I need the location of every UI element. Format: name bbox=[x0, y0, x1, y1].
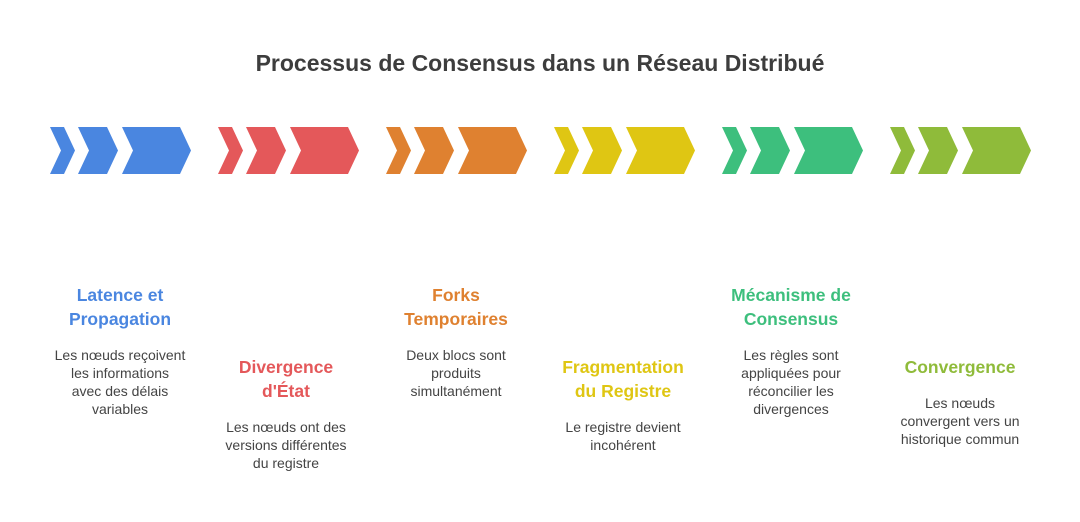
step-desc-line: Le registre devient bbox=[565, 419, 681, 435]
step-desc-line: incohérent bbox=[590, 437, 656, 453]
step-title-line: Consensus bbox=[743, 309, 839, 329]
step-description: Les règles sont appliquées pour réconcil… bbox=[716, 346, 866, 418]
step-title: Latence et Propagation bbox=[45, 283, 195, 331]
chevron-arrows-icon bbox=[722, 127, 863, 174]
step-desc-line: appliquées pour bbox=[741, 365, 841, 381]
step-5: Mécanisme de Consensus Les règles sont a… bbox=[716, 283, 866, 418]
step-desc-line: simultanément bbox=[410, 383, 502, 399]
chevron-group-3 bbox=[386, 127, 527, 174]
step-title: Divergence d'État bbox=[211, 355, 361, 403]
step-desc-line: divergences bbox=[753, 401, 829, 417]
chevron-2 bbox=[750, 127, 790, 174]
step-description: Les nœuds reçoivent les informations ave… bbox=[45, 346, 195, 418]
step-title-line: Temporaires bbox=[404, 309, 508, 329]
step-title-line: Propagation bbox=[68, 309, 172, 329]
chevron-arrows-icon bbox=[554, 127, 695, 174]
chevron-group-6 bbox=[890, 127, 1031, 174]
step-desc-line: réconcilier les bbox=[748, 383, 834, 399]
step-desc-line: variables bbox=[91, 401, 149, 417]
step-title: Mécanisme de Consensus bbox=[716, 283, 866, 331]
step-description: Deux blocs sont produits simultanément bbox=[381, 346, 531, 400]
chevron-1 bbox=[554, 127, 579, 174]
step-title-line: Convergence bbox=[904, 357, 1016, 377]
chevron-1 bbox=[386, 127, 411, 174]
chevron-group-1 bbox=[50, 127, 191, 174]
chevron-2 bbox=[582, 127, 622, 174]
chevron-2 bbox=[246, 127, 286, 174]
step-2: Divergence d'État Les nœuds ont des vers… bbox=[211, 355, 361, 472]
chevron-arrows-icon bbox=[386, 127, 527, 174]
step-title: Fragmentation du Registre bbox=[548, 355, 698, 403]
chevron-3 bbox=[290, 127, 359, 174]
step-desc-line: convergent vers un bbox=[900, 413, 1020, 429]
chevron-3 bbox=[458, 127, 527, 174]
step-desc-line: produits bbox=[431, 365, 481, 381]
step-desc-line: du registre bbox=[252, 455, 320, 471]
step-1: Latence et Propagation Les nœuds reçoive… bbox=[45, 283, 195, 418]
chevron-1 bbox=[218, 127, 243, 174]
step-desc-line: versions différentes bbox=[225, 437, 347, 453]
step-desc-line: les informations bbox=[70, 365, 170, 381]
chevron-3 bbox=[962, 127, 1031, 174]
step-title: Convergence bbox=[885, 355, 1035, 379]
step-desc-line: historique commun bbox=[900, 431, 1020, 447]
chevron-1 bbox=[890, 127, 915, 174]
step-description: Les nœuds convergent vers un historique … bbox=[885, 394, 1035, 448]
step-desc-line: avec des délais bbox=[71, 383, 169, 399]
step-6: Convergence Les nœuds convergent vers un… bbox=[885, 355, 1035, 448]
chevron-2 bbox=[414, 127, 454, 174]
chevron-1 bbox=[722, 127, 747, 174]
step-title-line: d'État bbox=[262, 381, 310, 401]
step-4: Fragmentation du Registre Le registre de… bbox=[548, 355, 698, 454]
step-desc-line: Les nœuds bbox=[924, 395, 996, 411]
step-desc-line: Deux blocs sont bbox=[406, 347, 506, 363]
step-title-line: Latence et bbox=[76, 285, 164, 305]
chevron-2 bbox=[78, 127, 118, 174]
step-title-line: Forks bbox=[432, 285, 480, 305]
chevron-group-5 bbox=[722, 127, 863, 174]
chevron-arrows-icon bbox=[50, 127, 191, 174]
step-desc-line: Les nœuds ont des bbox=[226, 419, 346, 435]
step-desc-line: Les règles sont bbox=[743, 347, 839, 363]
step-desc-line: Les nœuds reçoivent bbox=[54, 347, 186, 363]
chevron-1 bbox=[50, 127, 75, 174]
chevron-group-2 bbox=[218, 127, 359, 174]
step-title-line: Divergence bbox=[238, 357, 334, 377]
step-description: Les nœuds ont des versions différentes d… bbox=[211, 418, 361, 472]
chevron-group-4 bbox=[554, 127, 695, 174]
chevron-3 bbox=[626, 127, 695, 174]
chevron-arrows-icon bbox=[890, 127, 1031, 174]
chevron-2 bbox=[918, 127, 958, 174]
chevron-3 bbox=[122, 127, 191, 174]
step-3: Forks Temporaires Deux blocs sont produi… bbox=[381, 283, 531, 400]
page-title: Processus de Consensus dans un Réseau Di… bbox=[255, 50, 825, 76]
step-title: Forks Temporaires bbox=[381, 283, 531, 331]
step-description: Le registre devient incohérent bbox=[548, 418, 698, 454]
chevron-arrows-icon bbox=[218, 127, 359, 174]
step-title-line: Fragmentation bbox=[562, 357, 684, 377]
step-title-line: Mécanisme de bbox=[731, 285, 851, 305]
step-title-line: du Registre bbox=[574, 381, 672, 401]
chevron-3 bbox=[794, 127, 863, 174]
